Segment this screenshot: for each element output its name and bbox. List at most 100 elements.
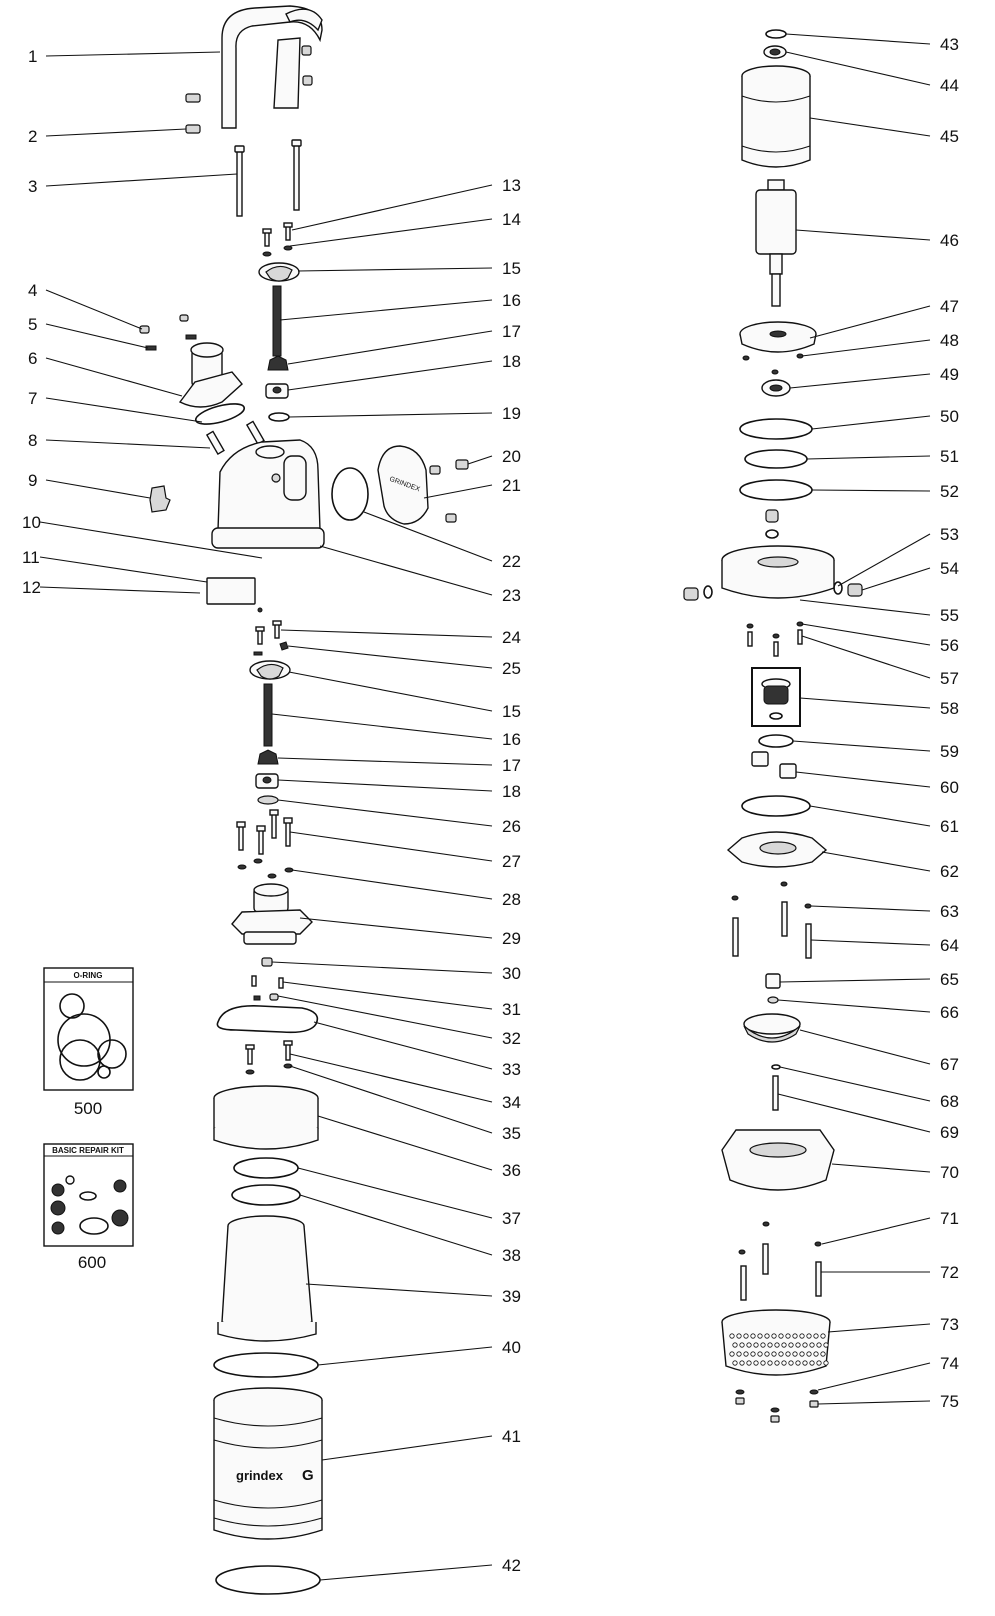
right-leader-25 bbox=[779, 1066, 931, 1102]
strainer-hole bbox=[781, 1342, 787, 1348]
kit-title-oring: O-RING bbox=[74, 971, 103, 980]
callout-labels: 1234567891011121314151617181920212223242… bbox=[22, 35, 959, 1575]
center-leader-26 bbox=[289, 1065, 493, 1134]
right-number-31: 74 bbox=[940, 1354, 959, 1373]
part-stator-housing-39 bbox=[217, 1215, 317, 1342]
part-cover-21: GRINDEX bbox=[377, 445, 429, 525]
strainer-hole bbox=[760, 1342, 766, 1348]
right-leader-16 bbox=[792, 740, 931, 752]
part-screws-71-72 bbox=[738, 1221, 822, 1301]
center-number-15: 17 bbox=[502, 756, 521, 775]
strainer-hole bbox=[767, 1342, 773, 1348]
strainer-hole bbox=[764, 1333, 770, 1339]
right-number-3: 46 bbox=[940, 231, 959, 250]
part-bearing-49 bbox=[761, 379, 791, 397]
part-screws-24 bbox=[253, 620, 289, 656]
right-leader-15 bbox=[799, 697, 931, 709]
strainer-hole bbox=[806, 1351, 812, 1357]
center-number-17: 26 bbox=[502, 817, 521, 836]
part-housing-23 bbox=[211, 439, 325, 549]
strainer-hole bbox=[743, 1333, 749, 1339]
center-number-21: 30 bbox=[502, 964, 521, 983]
center-leader-7 bbox=[467, 455, 493, 465]
left-leader-9 bbox=[39, 521, 263, 559]
left-number-6: 7 bbox=[28, 389, 37, 408]
center-leader-19 bbox=[291, 869, 493, 900]
right-leader-0 bbox=[785, 33, 931, 45]
center-number-2: 15 bbox=[502, 259, 521, 278]
center-number-32: 41 bbox=[502, 1427, 521, 1446]
strainer-hole bbox=[813, 1351, 819, 1357]
right-leader-2 bbox=[809, 117, 931, 137]
leader-lines bbox=[39, 33, 931, 1581]
right-leader-31 bbox=[817, 1362, 931, 1391]
strainer-hole bbox=[788, 1360, 794, 1366]
right-number-5: 48 bbox=[940, 331, 959, 350]
right-number-26: 69 bbox=[940, 1123, 959, 1142]
strainer-hole bbox=[760, 1360, 766, 1366]
center-leader-22 bbox=[282, 981, 493, 1010]
right-leader-14 bbox=[801, 635, 931, 679]
center-leader-5 bbox=[287, 360, 493, 391]
part-bearing-housing-29 bbox=[231, 883, 313, 945]
strainer-hole bbox=[809, 1360, 815, 1366]
part-seal-58 bbox=[751, 667, 801, 727]
center-leader-14 bbox=[271, 713, 493, 740]
strainer-hole bbox=[778, 1351, 784, 1357]
center-number-6: 19 bbox=[502, 404, 521, 423]
right-number-25: 68 bbox=[940, 1092, 959, 1111]
center-leader-15 bbox=[277, 757, 493, 766]
center-leader-27 bbox=[317, 1115, 493, 1171]
left-number-0: 1 bbox=[28, 47, 37, 66]
kit-repair-box: BASIC REPAIR KIT 600 bbox=[43, 1143, 134, 1272]
part-oring-59 bbox=[758, 734, 794, 748]
strainer-hole bbox=[767, 1360, 773, 1366]
center-leader-0 bbox=[291, 184, 493, 231]
center-leader-20 bbox=[299, 917, 493, 939]
right-number-24: 67 bbox=[940, 1055, 959, 1074]
center-leader-13 bbox=[288, 671, 493, 712]
strainer-hole bbox=[774, 1342, 780, 1348]
center-leader-29 bbox=[299, 1194, 493, 1256]
right-number-16: 59 bbox=[940, 742, 959, 761]
part-plugs-54 bbox=[683, 581, 863, 601]
right-leader-17 bbox=[795, 771, 931, 788]
part-pump-housing-70 bbox=[721, 1129, 835, 1191]
right-leader-23 bbox=[777, 999, 931, 1013]
part-cubes-60 bbox=[751, 751, 797, 779]
left-leader-1 bbox=[45, 128, 187, 137]
center-number-0: 13 bbox=[502, 176, 521, 195]
strainer-hole bbox=[753, 1342, 759, 1348]
stator-brand-text: grindex bbox=[236, 1468, 284, 1483]
left-number-7: 8 bbox=[28, 431, 37, 450]
left-leader-5 bbox=[45, 357, 183, 397]
part-washer-19 bbox=[268, 412, 290, 422]
part-orings-50-52 bbox=[739, 418, 813, 501]
strainer-hole bbox=[788, 1342, 794, 1348]
strainer-hole bbox=[774, 1360, 780, 1366]
strainer-hole bbox=[795, 1342, 801, 1348]
left-leader-10 bbox=[39, 556, 208, 583]
strainer-hole bbox=[746, 1342, 752, 1348]
part-strainer-73 bbox=[721, 1309, 831, 1376]
right-leader-8 bbox=[806, 455, 931, 460]
center-number-11: 24 bbox=[502, 628, 521, 647]
part-handle bbox=[221, 5, 323, 129]
part-orings-37-38 bbox=[231, 1157, 301, 1206]
center-number-22: 31 bbox=[502, 1000, 521, 1019]
left-leader-7 bbox=[45, 439, 211, 449]
center-number-19: 28 bbox=[502, 890, 521, 909]
right-leader-5 bbox=[801, 339, 931, 357]
strainer-hole bbox=[757, 1351, 763, 1357]
part-screws-56-57 bbox=[746, 621, 804, 657]
right-number-22: 65 bbox=[940, 970, 959, 989]
center-number-33: 42 bbox=[502, 1556, 521, 1575]
right-leader-18 bbox=[809, 805, 931, 827]
brand-logo-mark: G bbox=[302, 1467, 314, 1484]
right-number-8: 51 bbox=[940, 447, 959, 466]
part-gasket-33 bbox=[216, 1005, 319, 1034]
center-leader-1 bbox=[289, 218, 493, 247]
right-number-1: 44 bbox=[940, 76, 959, 95]
right-number-27: 70 bbox=[940, 1163, 959, 1182]
strainer-hole bbox=[813, 1333, 819, 1339]
